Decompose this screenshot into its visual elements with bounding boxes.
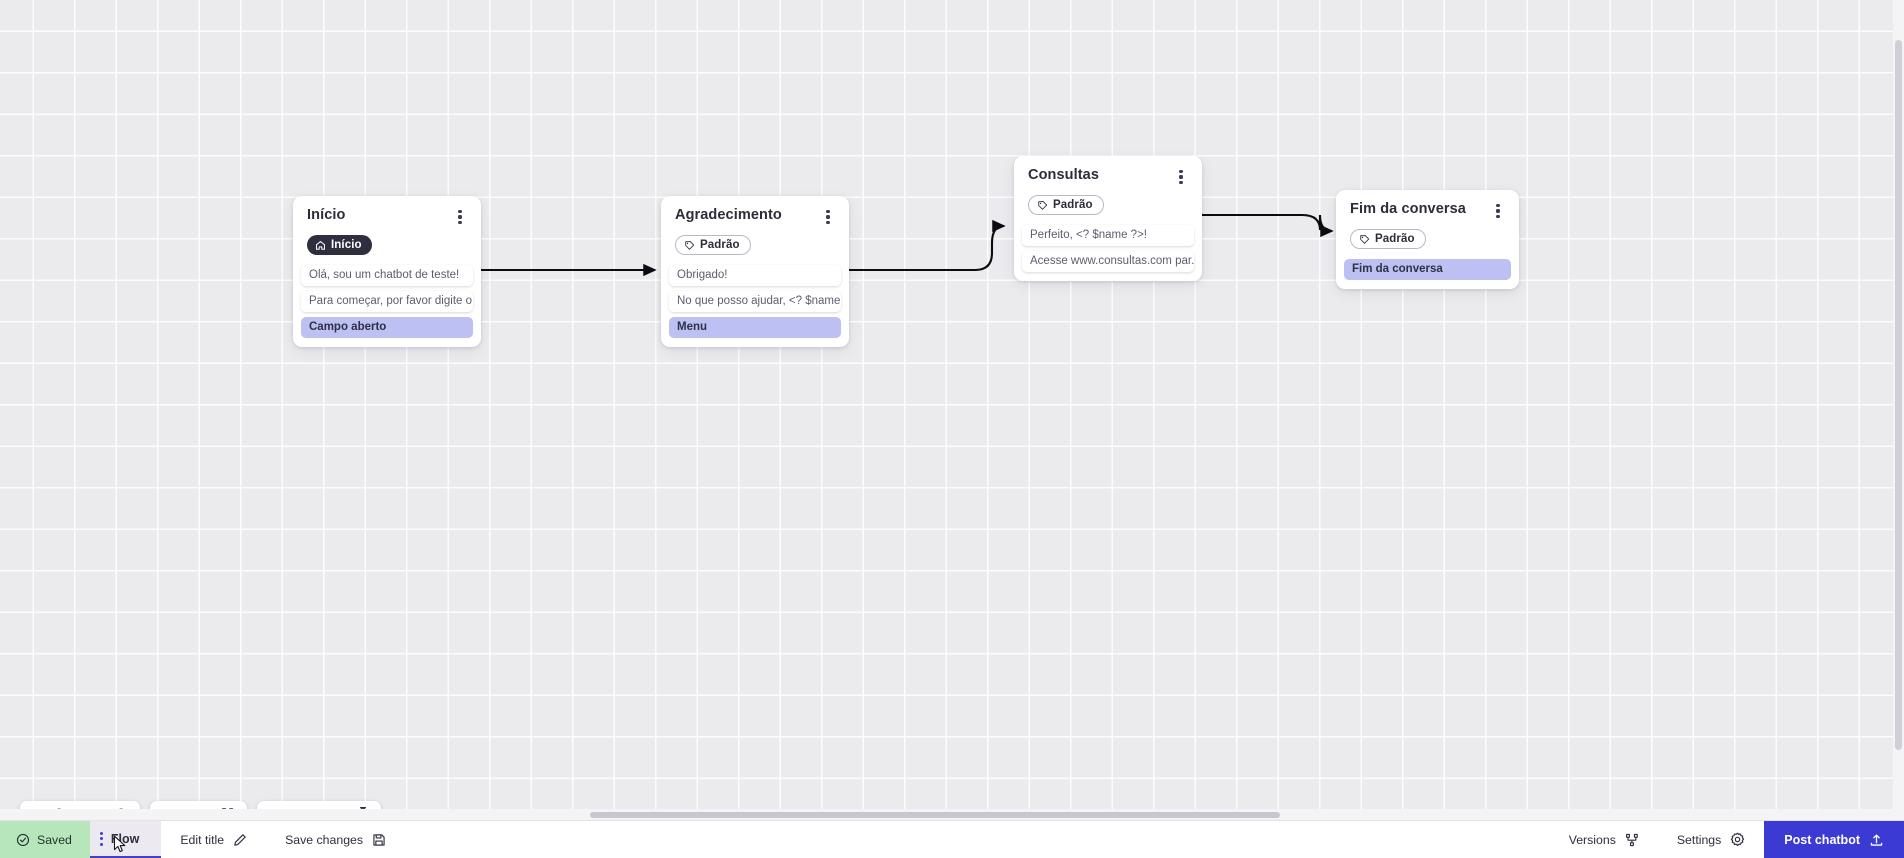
node-messages: Obrigado! No que posso ajudar, <? $name …	[661, 264, 849, 338]
node-tag-row: Padrão	[1014, 186, 1202, 216]
versions-label: Versions	[1568, 832, 1616, 847]
node-message[interactable]: No que posso ajudar, <? $name ...	[669, 290, 841, 312]
node-title: Agradecimento	[675, 207, 782, 223]
flow-node-consultas[interactable]: Consultas Padrão Perfeito, <? $name ?>! …	[1014, 156, 1202, 281]
edit-title-label: Edit title	[180, 832, 225, 847]
upload-icon	[1870, 834, 1883, 846]
node-action[interactable]: Fim da conversa	[1344, 258, 1511, 280]
node-tag-label: Padrão	[700, 239, 740, 251]
node-action[interactable]: Menu	[669, 316, 841, 338]
node-header: Consultas	[1014, 167, 1202, 186]
horizontal-scrollbar[interactable]	[0, 809, 1904, 820]
node-menu-button[interactable]	[452, 208, 468, 226]
node-tag-padrao[interactable]: Padrão	[675, 235, 751, 255]
node-message[interactable]: Acesse www.consultas.com par...	[1022, 250, 1194, 272]
node-message[interactable]: Obrigado!	[669, 264, 841, 286]
pencil-icon	[234, 833, 246, 846]
flow-edges	[481, 213, 1334, 277]
node-header: Início	[293, 207, 481, 226]
edge-consultas-fim	[1202, 213, 1334, 238]
node-menu-button[interactable]	[1173, 168, 1189, 186]
node-header: Agradecimento	[661, 207, 849, 226]
home-icon	[315, 240, 326, 250]
floppy-icon	[373, 833, 385, 846]
node-tag-label: Padrão	[1375, 233, 1415, 245]
node-tag-label: Início	[331, 239, 362, 251]
flow-node-agradecimento[interactable]: Agradecimento Padrão Obrigado! No que po…	[661, 196, 849, 347]
tag-icon	[1038, 200, 1048, 210]
tag-icon	[1360, 234, 1370, 244]
node-tag-row: Padrão	[661, 226, 849, 256]
node-tag-row: Padrão	[1336, 220, 1519, 250]
saved-indicator[interactable]: Saved	[0, 821, 90, 858]
edit-title-button[interactable]: Edit title	[161, 821, 266, 858]
edge-agradecimento-consultas	[849, 219, 1006, 272]
bottom-status-bar: Saved Flow Edit title Save changes Versi…	[0, 820, 1904, 858]
node-message[interactable]: Olá, sou um chatbot de teste!	[301, 264, 473, 286]
saved-label: Saved	[37, 832, 72, 847]
post-chatbot-button[interactable]: Post chatbot	[1764, 821, 1904, 858]
node-messages: Olá, sou um chatbot de teste! Para começ…	[293, 264, 481, 338]
flow-node-fim-da-conversa[interactable]: Fim da conversa Padrão Fim da conversa	[1336, 190, 1519, 289]
node-title: Consultas	[1028, 167, 1099, 183]
node-tag-label: Padrão	[1053, 199, 1093, 211]
settings-label: Settings	[1676, 832, 1722, 847]
tab-flow-label: Flow	[110, 831, 140, 846]
node-title: Início	[307, 207, 346, 223]
node-title: Fim da conversa	[1350, 201, 1466, 217]
node-menu-button[interactable]	[820, 208, 836, 226]
branch-icon	[1625, 833, 1638, 846]
settings-button[interactable]: Settings	[1658, 821, 1764, 858]
node-messages: Fim da conversa	[1336, 258, 1519, 280]
node-header: Fim da conversa	[1336, 201, 1519, 220]
flow-canvas[interactable]: Início Início Olá, sou um chatbot de tes…	[0, 0, 1904, 820]
post-chatbot-label: Post chatbot	[1784, 832, 1860, 847]
gear-icon	[1731, 832, 1745, 846]
check-circle-icon	[16, 833, 30, 846]
horizontal-scrollbar-thumb[interactable]	[590, 811, 1280, 818]
node-action[interactable]: Campo aberto	[301, 316, 473, 338]
tag-icon	[685, 240, 695, 250]
node-tag-padrao[interactable]: Padrão	[1350, 229, 1426, 249]
bottom-bar-spacer	[405, 821, 1550, 858]
flow-node-inicio[interactable]: Início Início Olá, sou um chatbot de tes…	[293, 196, 481, 347]
node-menu-button[interactable]	[1490, 202, 1506, 220]
tab-flow[interactable]: Flow	[89, 821, 162, 858]
save-changes-button[interactable]: Save changes	[266, 821, 405, 858]
node-messages: Perfeito, <? $name ?>! Acesse www.consul…	[1014, 224, 1202, 272]
versions-button[interactable]: Versions	[1550, 821, 1658, 858]
node-tag-padrao[interactable]: Padrão	[1028, 195, 1104, 215]
node-message[interactable]: Perfeito, <? $name ?>!	[1022, 224, 1194, 246]
node-tag-row: Início	[293, 226, 481, 256]
node-message[interactable]: Para começar, por favor digite o ...	[301, 290, 473, 312]
vertical-scrollbar-thumb[interactable]	[1895, 40, 1902, 750]
drag-handle-icon[interactable]	[99, 831, 103, 846]
save-changes-label: Save changes	[285, 832, 364, 847]
node-tag-inicio[interactable]: Início	[307, 235, 372, 255]
vertical-scrollbar[interactable]	[1893, 0, 1904, 809]
